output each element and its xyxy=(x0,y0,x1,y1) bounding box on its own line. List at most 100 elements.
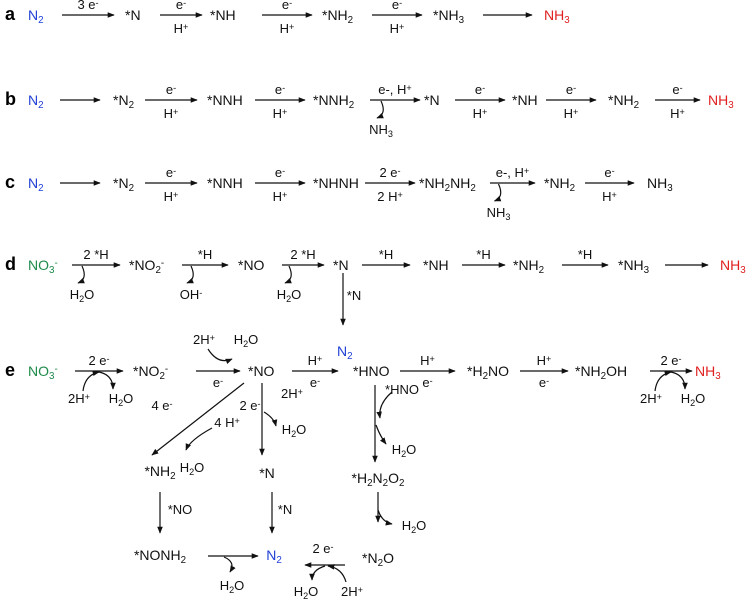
species-d-5: *NH2 xyxy=(513,257,544,276)
reagent-label: 2 e- xyxy=(88,353,109,368)
reagent-label: *NO xyxy=(168,502,193,517)
species-e-4: *H2NO xyxy=(467,363,509,382)
reagent-label: 2 H+ xyxy=(377,189,403,204)
byproduct-arrow xyxy=(375,424,387,445)
species-b-4: *N xyxy=(424,92,440,108)
species-e-n: *N xyxy=(259,465,275,481)
reagent-label: 2 e- xyxy=(379,165,400,180)
species-e-1: *NO2- xyxy=(133,363,168,382)
panel-label: c xyxy=(5,172,15,192)
species-b-2: *NNH xyxy=(207,92,243,108)
reagent-label: 2H+ xyxy=(193,332,215,347)
species-e-3: *HNO xyxy=(353,363,390,379)
byproduct-label: NH3 xyxy=(487,205,511,222)
reagent-label: H+ xyxy=(564,106,579,121)
byproduct-label: H2O xyxy=(70,287,95,304)
reagent-label: e- xyxy=(539,375,549,390)
species-c-5: *NH2 xyxy=(544,175,575,194)
species-d-3: *N xyxy=(333,257,349,273)
species-a-5: NH3 xyxy=(544,7,570,26)
species-d-n2: N2 xyxy=(337,343,353,362)
reagent-label: 4 H+ xyxy=(214,415,240,430)
reagent-label: H+ xyxy=(390,21,405,36)
byproduct-arrow xyxy=(186,265,194,284)
species-d-0: NO3- xyxy=(28,257,58,276)
reagent-label: H2O xyxy=(234,332,259,349)
reagent-label: e- xyxy=(475,82,485,97)
reagent-label: H+ xyxy=(280,21,295,36)
species-e-6: NH3 xyxy=(695,363,721,382)
reagent-label: 2 *H xyxy=(83,247,108,262)
reagent-label: *N xyxy=(347,288,361,303)
species-c-6: NH3 xyxy=(647,175,673,194)
reagent-label: e-, H+ xyxy=(378,82,411,97)
reagent-label: *HNO xyxy=(385,382,419,397)
species-e-0: NO3- xyxy=(28,363,58,382)
reagent-label: e- xyxy=(422,375,432,390)
species-e-h2n2o2: *H2N2O2 xyxy=(352,470,405,489)
reagent-label: H2O xyxy=(681,391,706,408)
byproduct-arrow xyxy=(376,100,384,119)
species-b-7: NH3 xyxy=(708,92,734,111)
reagent-label: e- xyxy=(604,165,614,180)
panel-label: b xyxy=(5,89,16,109)
species-d-4: *NH xyxy=(423,257,449,273)
species-b-6: *NH2 xyxy=(608,92,639,111)
reagent-label: *H xyxy=(198,247,212,262)
reagent-label: e- xyxy=(166,82,176,97)
reagent-label: H+ xyxy=(602,189,617,204)
species-e-n2o: *N2O xyxy=(362,550,394,569)
byproduct-arrow xyxy=(98,371,116,390)
reagent-label: 2H+ xyxy=(68,391,90,406)
species-d-1: *NO2- xyxy=(129,257,164,276)
byproduct-arrow xyxy=(284,265,292,284)
byproduct-arrow xyxy=(493,183,502,202)
reagent-label: H+ xyxy=(273,189,288,204)
reagent-label: H+ xyxy=(537,353,552,368)
reagent-label: H2O xyxy=(392,442,417,459)
reagent-label: H2O xyxy=(294,584,319,600)
reactant-arrow xyxy=(327,564,347,583)
reactant-arrow xyxy=(82,370,100,392)
reagent-label: H+ xyxy=(164,106,179,121)
byproduct-arrow xyxy=(670,371,688,390)
species-a-3: *NH2 xyxy=(322,7,353,26)
species-b-3: *NNH2 xyxy=(313,92,354,111)
species-a-0: N2 xyxy=(28,7,44,26)
reagent-label: e- xyxy=(566,82,576,97)
panel-label: d xyxy=(5,254,16,274)
reagent-label: 2 e- xyxy=(239,398,260,413)
species-e-5: *NH2OH xyxy=(575,363,627,382)
reagent-label: e- xyxy=(282,0,292,12)
reagent-label: 2 *H xyxy=(290,247,315,262)
species-c-1: *N2 xyxy=(113,175,134,194)
reagent-label: 2H+ xyxy=(281,386,303,401)
byproduct-arrow xyxy=(309,565,326,581)
species-a-4: *NH3 xyxy=(433,7,465,26)
reagent-label: e- xyxy=(392,0,402,12)
byproduct-arrow xyxy=(185,427,213,451)
panel-label: a xyxy=(5,4,16,24)
species-c-0: N2 xyxy=(28,175,44,194)
byproduct-arrow xyxy=(263,411,278,427)
reagent-label: H+ xyxy=(308,353,323,368)
species-e-2: *NO xyxy=(248,363,275,379)
reagent-label: e- xyxy=(213,375,223,390)
species-b-1: *N2 xyxy=(113,92,134,111)
reagent-label: e- xyxy=(166,165,176,180)
reagent-label: 2H+ xyxy=(341,584,363,599)
species-e-nh2: *NH2 xyxy=(144,463,175,482)
species-d-6: *NH3 xyxy=(618,257,650,276)
reactant-arrow xyxy=(654,370,672,392)
reagent-label: e- xyxy=(176,0,186,12)
reagent-label: H2O xyxy=(109,391,134,408)
reagent-label: 2 e- xyxy=(312,541,333,556)
reagent-label: H2O xyxy=(402,518,427,535)
byproduct-label: NH3 xyxy=(369,122,393,139)
arrow-e-nh2 xyxy=(151,382,245,456)
byproduct-arrow xyxy=(377,509,393,526)
species-a-1: *N xyxy=(125,7,141,23)
reagent-label: H2O xyxy=(282,422,307,439)
species-b-0: N2 xyxy=(28,92,44,111)
species-d-7: NH3 xyxy=(720,257,746,276)
